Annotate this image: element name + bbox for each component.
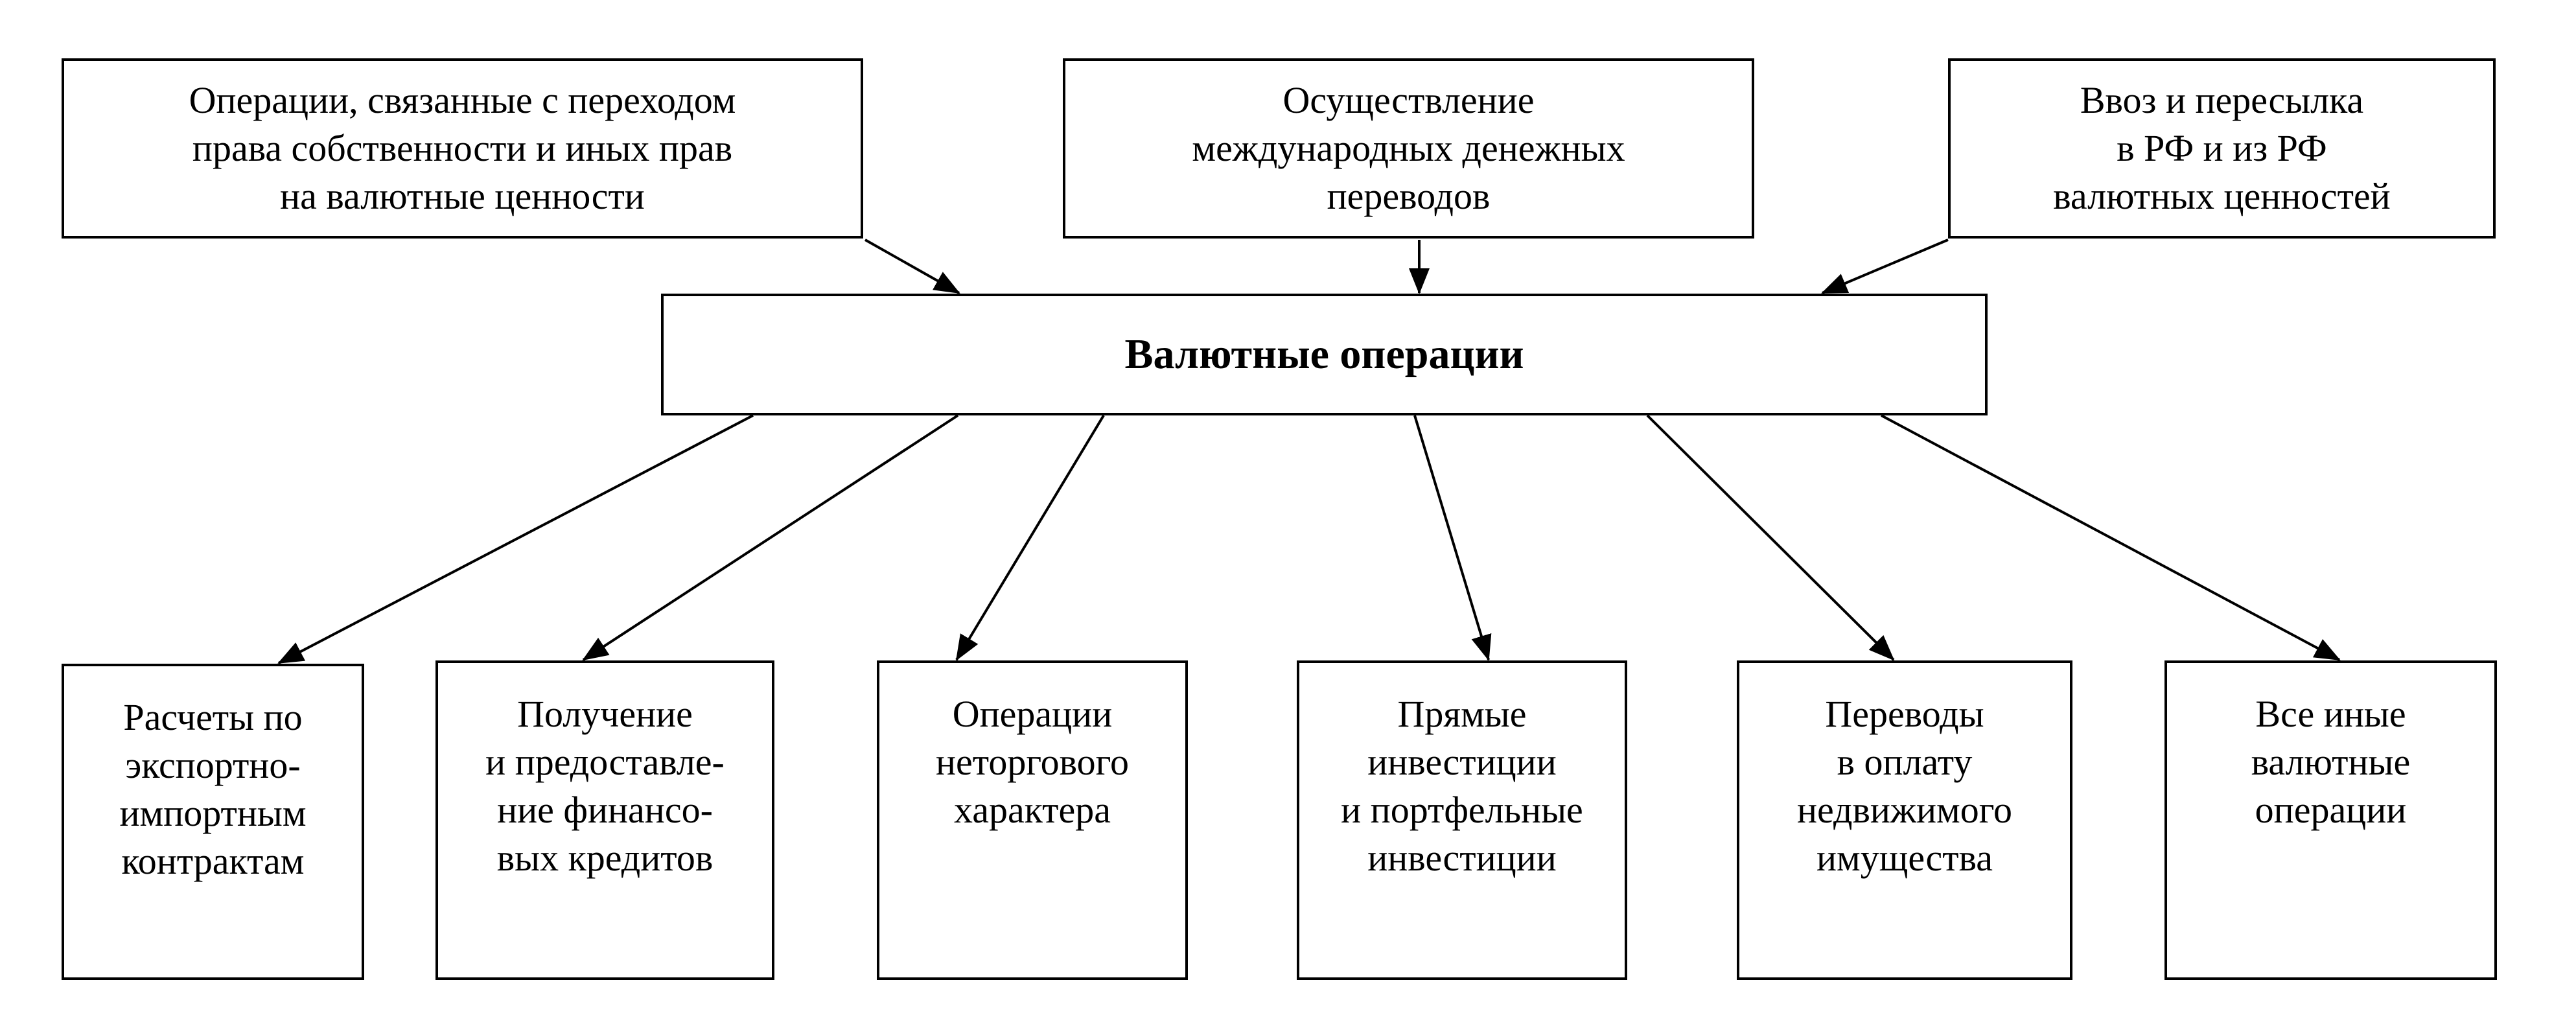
arrow-center-to-b6 [1881,414,2341,661]
type-box-label: Все иные валютные операции [2251,693,2411,831]
arrow-center-to-b5 [1646,414,1895,661]
source-box-import-shipment: Ввоз и пересылка в РФ и из РФ валютных ц… [1948,58,2496,239]
arrow-center-to-b2 [582,414,959,661]
type-box-real-estate-payments: Переводы в оплату недвижимого имущества [1737,660,2072,980]
type-box-investments: Прямые инвестиции и портфельные инвестиц… [1297,660,1627,980]
type-box-label: Прямые инвестиции и портфельные инвестиц… [1341,693,1583,879]
source-box-ownership-transfer: Операции, связанные с переходом права со… [62,58,863,239]
type-box-non-trade-operations: Операции неторгового характера [877,660,1188,980]
arrow-top-left-to-center [864,239,960,294]
type-box-label: Получение и предоставле- ние финансо- вы… [485,693,725,879]
central-box-label: Валютные операции [1124,331,1524,378]
arrow-center-to-b1 [277,414,754,664]
source-box-label: Операции, связанные с переходом права со… [189,79,736,217]
source-box-money-transfers: Осуществление международных денежных пер… [1063,58,1754,239]
arrow-center-to-b3 [955,414,1105,661]
type-box-financial-credits: Получение и предоставле- ние финансо- вы… [435,660,774,980]
source-box-label: Ввоз и пересылка в РФ и из РФ валютных ц… [2053,79,2391,217]
type-box-label: Операции неторгового характера [935,693,1130,831]
type-box-label: Расчеты по экспортно- импортным контракт… [119,696,307,882]
central-box-currency-operations: Валютные операции [661,294,1988,415]
arrow-top-right-to-center [1821,239,1949,294]
type-box-export-import-settlements: Расчеты по экспортно- импортным контракт… [62,664,364,980]
type-box-label: Переводы в оплату недвижимого имущества [1796,693,2013,879]
source-box-label: Осуществление международных денежных пер… [1192,79,1625,217]
type-box-other-operations: Все иные валютные операции [2164,660,2497,980]
arrow-center-to-b4 [1413,415,1492,661]
